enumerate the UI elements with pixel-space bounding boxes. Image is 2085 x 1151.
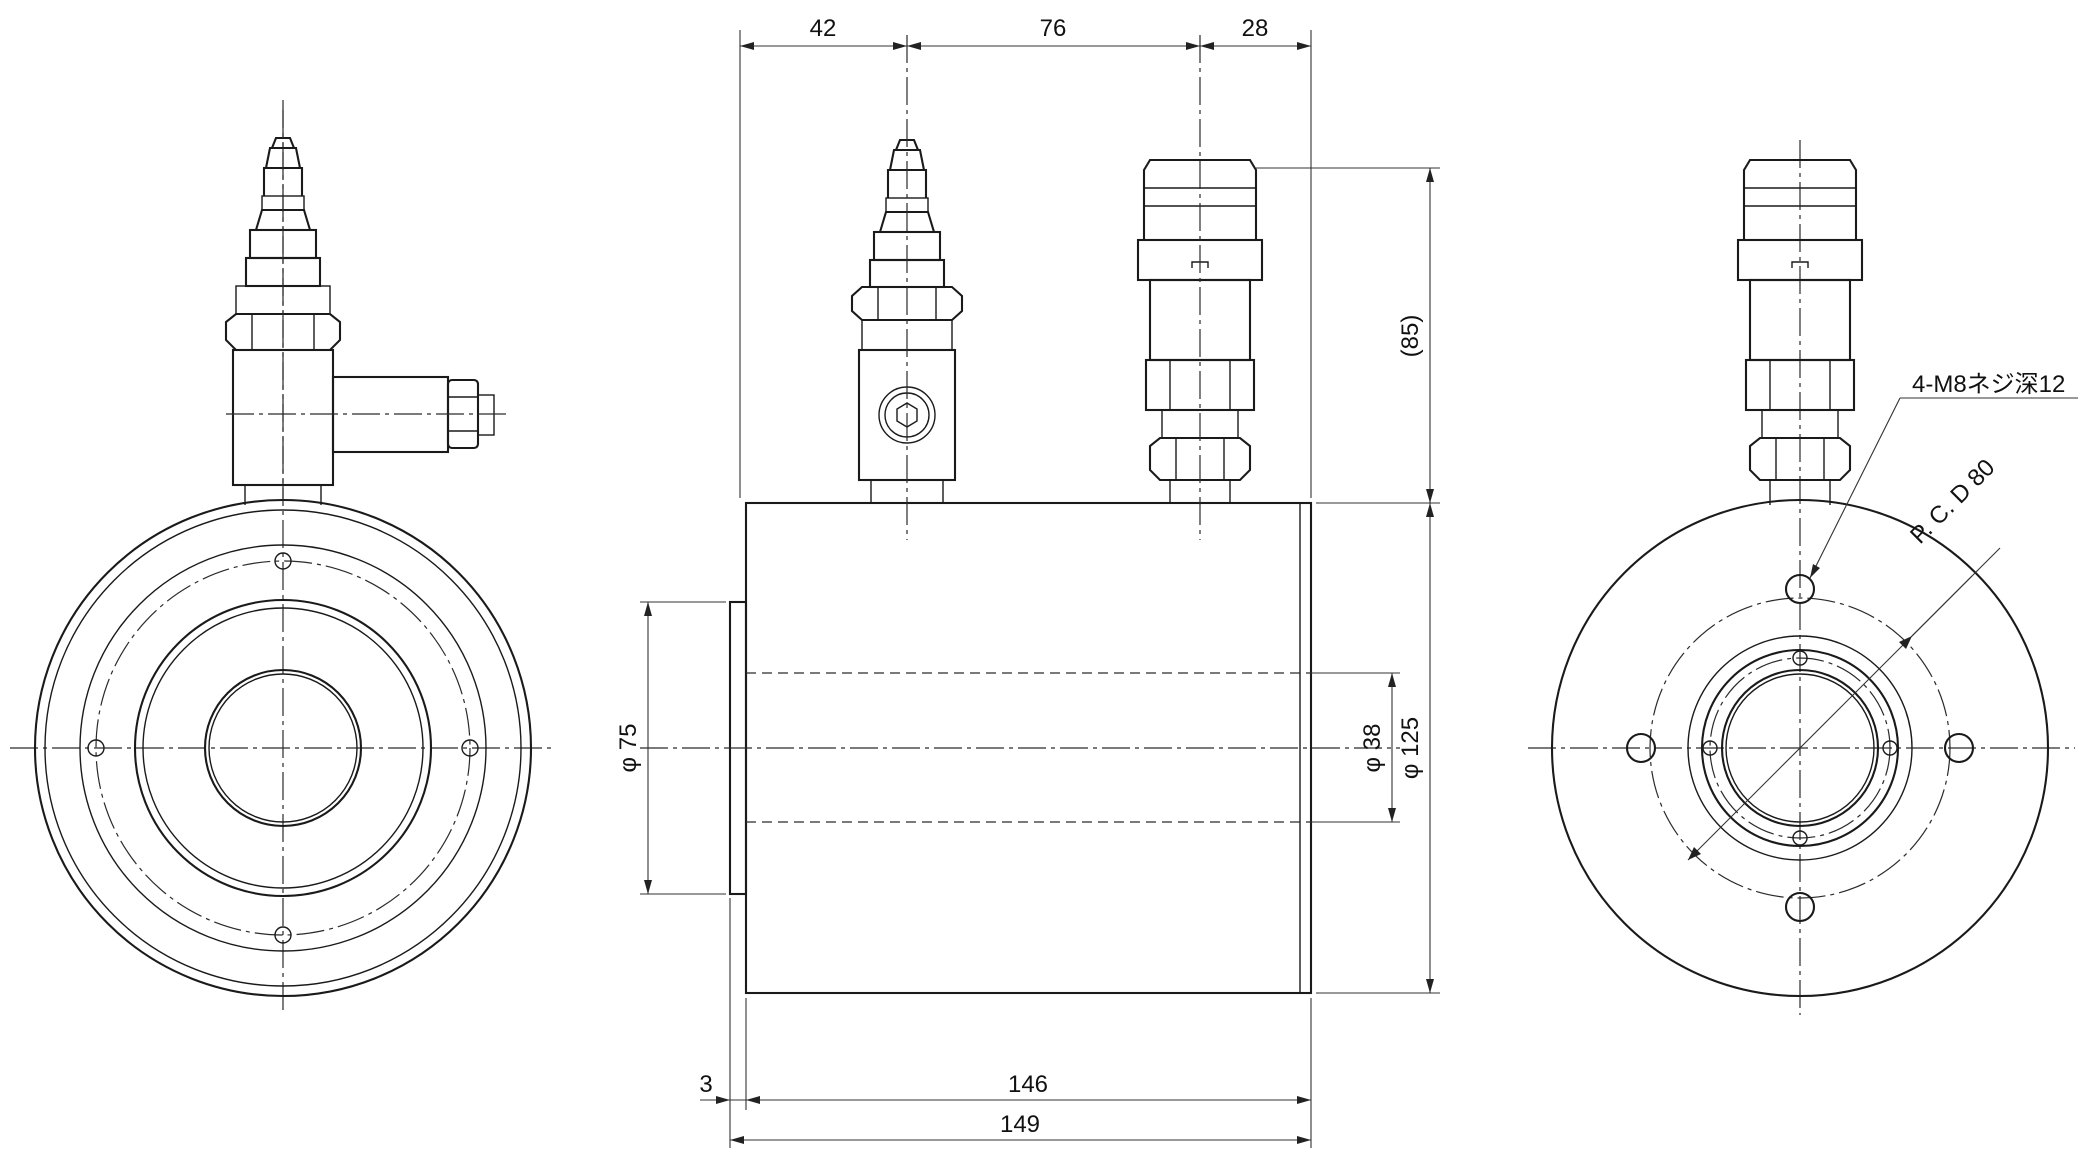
dim-76: 76	[1040, 15, 1067, 42]
dim-149: 149	[1000, 1111, 1040, 1138]
dim-phi125: φ 125	[1397, 717, 1424, 779]
note-pcd80: P. C. D 80	[1905, 454, 2000, 549]
side-coupler-fitting	[1136, 35, 1264, 540]
dim-146: 146	[1008, 1071, 1048, 1098]
dim-42: 42	[810, 15, 837, 42]
side-view: 42 76 28 (85) φ 125 φ 38 φ 75	[615, 15, 1440, 1148]
dim-28: 28	[1242, 15, 1269, 42]
dim-85: (85)	[1397, 315, 1424, 358]
left-end-view	[10, 100, 556, 1015]
right-end-view: P. C. D 80 4-M8ネジ深12	[1528, 140, 2078, 1015]
side-grease-fitting	[850, 35, 964, 540]
note-4-m8-thread: 4-M8ネジ深12	[1912, 371, 2065, 398]
dim-phi75: φ 75	[615, 724, 642, 773]
dim-3: 3	[699, 1071, 712, 1098]
dim-phi38: φ 38	[1359, 724, 1386, 773]
